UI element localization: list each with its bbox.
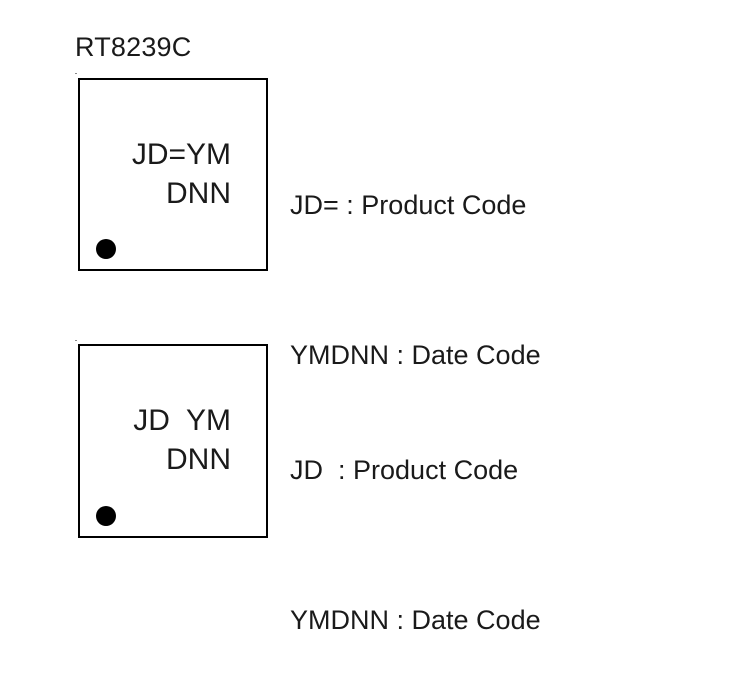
pin1-indicator-icon — [96, 506, 116, 526]
marking-line-2: DNN — [166, 177, 231, 210]
corner-tick — [75, 340, 77, 341]
chip-marking-text: JD=YM DNN — [132, 135, 231, 213]
legend-item-product-code: JD= : Product Code — [290, 180, 541, 230]
part-number-title: RT8239C — [75, 32, 192, 62]
legend-separator: : — [389, 605, 412, 635]
legend-item-date-code: YMDNN : Date Code — [290, 330, 541, 380]
corner-tick — [75, 73, 77, 74]
marking-line-1: JD=YM — [131, 138, 231, 171]
legend-code: YMDNN — [290, 340, 389, 370]
legend-description: Product Code — [353, 455, 519, 485]
chip-package-marking-2: JD YM DNN — [78, 344, 268, 538]
legend-separator: : — [338, 190, 362, 220]
legend-code: YMDNN — [290, 605, 389, 635]
legend-separator: : — [389, 340, 412, 370]
marking-legend-2: JD : Product Code YMDNN : Date Code — [290, 345, 541, 695]
legend-code: JD= — [290, 190, 339, 220]
marking-line-1: JD YM — [133, 404, 231, 437]
legend-description: Date Code — [411, 605, 541, 635]
legend-description: Product Code — [361, 190, 527, 220]
legend-code: JD — [290, 455, 331, 485]
chip-package-marking-1: JD=YM DNN — [78, 78, 268, 271]
legend-item-product-code: JD : Product Code — [290, 445, 541, 495]
legend-item-date-code: YMDNN : Date Code — [290, 595, 541, 645]
legend-description: Date Code — [411, 340, 541, 370]
legend-separator: : — [330, 455, 354, 485]
chip-marking-text: JD YM DNN — [133, 401, 231, 479]
marking-line-2: DNN — [166, 443, 231, 476]
pin1-indicator-icon — [96, 239, 116, 259]
marking-legend-1: JD= : Product Code YMDNN : Date Code — [290, 80, 541, 430]
